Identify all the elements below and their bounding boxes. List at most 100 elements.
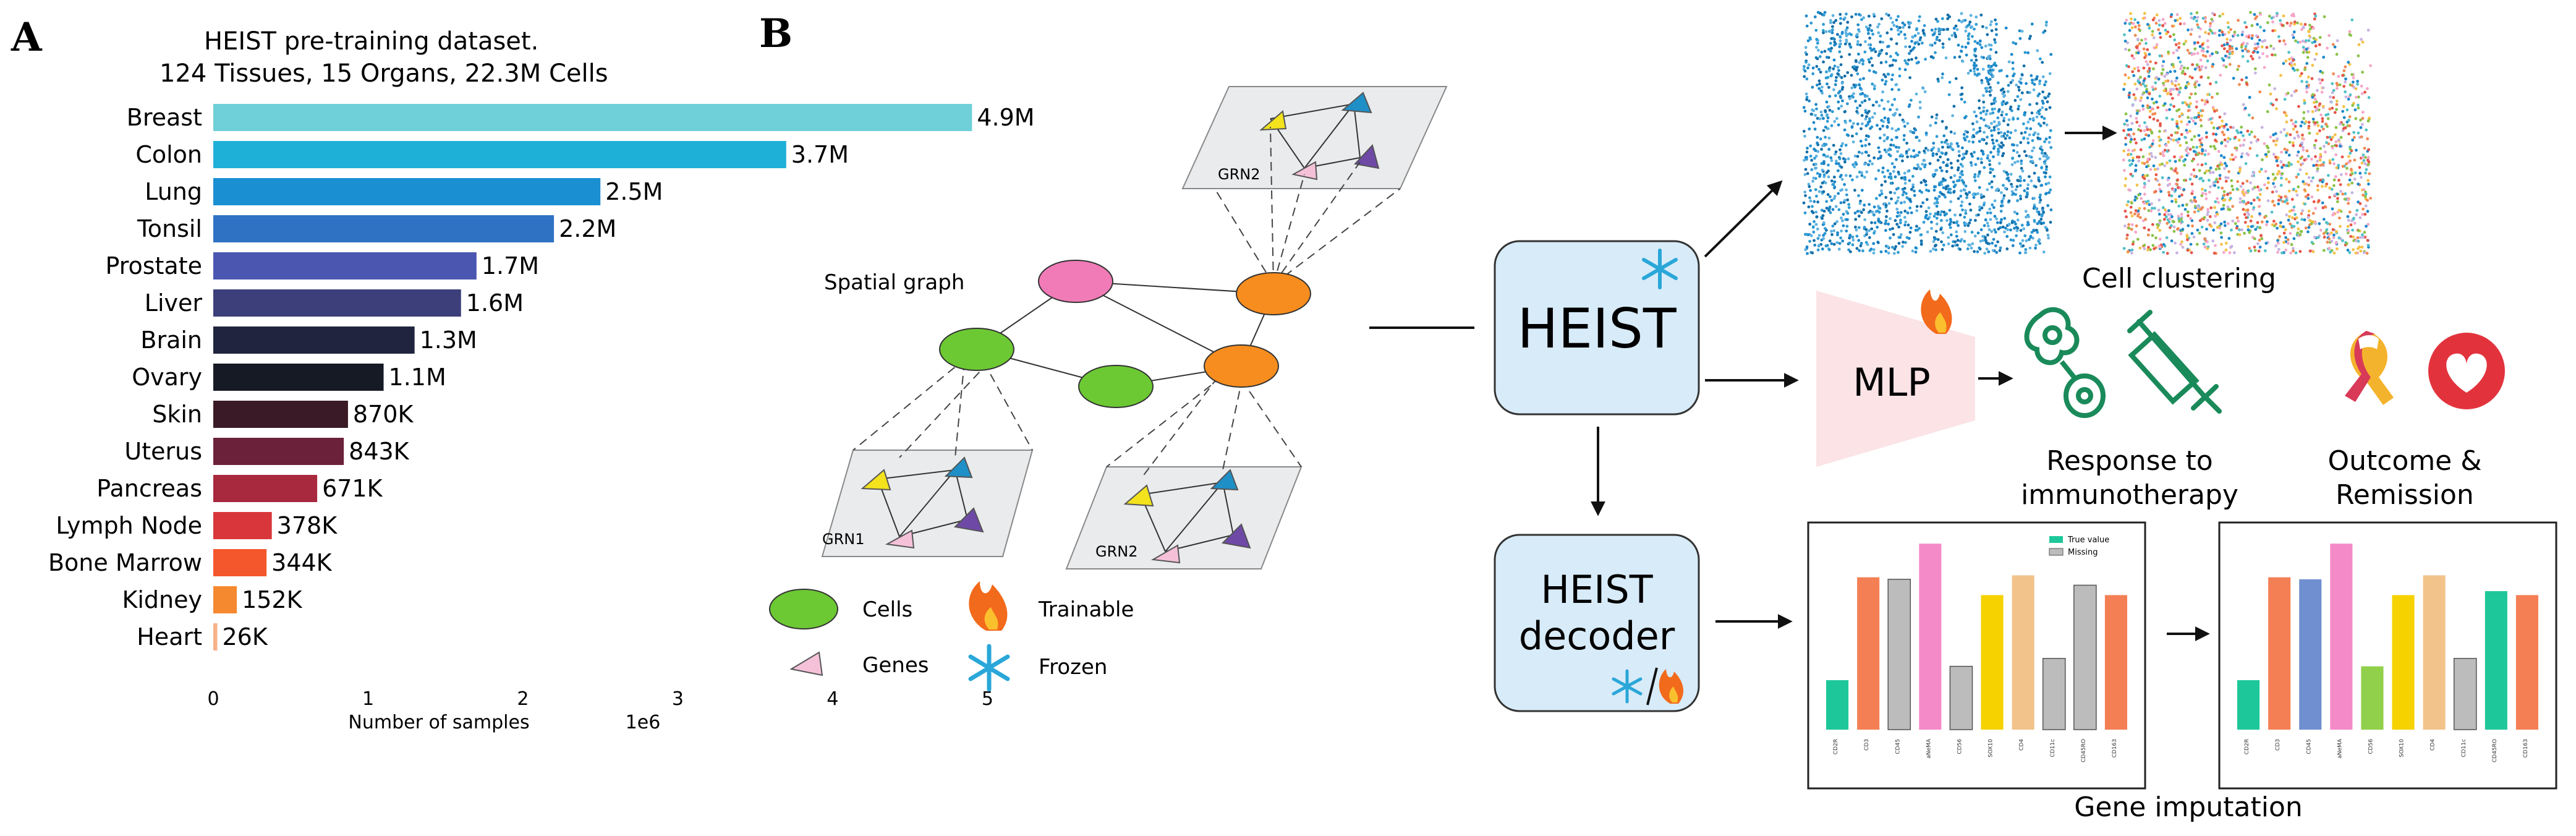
scatter-point (1805, 24, 1809, 28)
scatter-point (1855, 247, 1859, 250)
scatter-point (1866, 243, 1869, 246)
scatter-point (1874, 177, 1877, 181)
heist-to-clustering-arrow (1704, 180, 1783, 258)
scatter-point (2313, 17, 2316, 21)
scatter-point (2179, 218, 2183, 221)
scatter-point (2154, 22, 2158, 25)
bar-value-label: 671K (322, 475, 383, 502)
scatter-point (2013, 161, 2017, 164)
scatter-point (2196, 23, 2200, 27)
scatter-point (1876, 241, 1880, 244)
imputation-bar (1826, 680, 1849, 730)
scatter-point (2196, 66, 2200, 69)
scatter-point (1840, 88, 1844, 91)
scatter-point (2123, 224, 2127, 228)
scatter-point (1809, 144, 1813, 148)
scatter-point (2136, 66, 2140, 69)
scatter-point (2181, 101, 2185, 105)
scatter-point (2185, 123, 2189, 126)
scatter-point (2174, 198, 2177, 202)
scatter-point (1953, 174, 1957, 177)
scatter-point (2213, 221, 2217, 224)
scatter-point (2147, 228, 2151, 232)
scatter-point (2289, 133, 2292, 137)
scatter-point (2176, 227, 2180, 231)
scatter-point (1985, 26, 1988, 30)
scatter-point (2043, 121, 2046, 125)
scatter-point (1916, 163, 1919, 166)
scatter-point (2335, 53, 2339, 56)
scatter-point (2250, 215, 2254, 218)
category-label: Prostate (105, 252, 202, 279)
scatter-point (1868, 236, 1871, 239)
scatter-point (2266, 176, 2270, 180)
scatter-point (2179, 67, 2182, 70)
scatter-point (1856, 33, 1859, 36)
scatter-point (1860, 171, 1864, 174)
scatter-point (1960, 200, 1964, 203)
scatter-point (2288, 210, 2292, 213)
scatter-point (2200, 225, 2204, 229)
scatter-point (1940, 210, 1944, 213)
scatter-point (2366, 239, 2370, 242)
scatter-point (2186, 146, 2190, 150)
scatter-point (2226, 128, 2230, 132)
scatter-point (1830, 124, 1834, 127)
scatter-point (1896, 199, 1899, 203)
scatter-point (2125, 203, 2129, 207)
scatter-point (1868, 23, 1872, 27)
scatter-point (1989, 88, 1993, 92)
scatter-point (2195, 80, 2199, 83)
scatter-point (2301, 162, 2305, 166)
scatter-point (2366, 119, 2370, 123)
scatter-point (2292, 249, 2295, 253)
scatter-point (2247, 113, 2251, 117)
scatter-point (2344, 90, 2347, 93)
scatter-point (2004, 26, 2008, 30)
scatter-point (1944, 151, 1948, 155)
scatter-point (2218, 177, 2222, 181)
scatter-point (1819, 110, 1823, 114)
scatter-point (1922, 221, 1926, 224)
scatter-point (2143, 182, 2146, 185)
scatter-point (2004, 186, 2007, 190)
scatter-point (2150, 155, 2154, 158)
scatter-point (1805, 77, 1809, 81)
scatter-point (2305, 149, 2309, 153)
scatter-point (2354, 251, 2358, 255)
scatter-point (2290, 119, 2293, 122)
scatter-point (1947, 37, 1951, 41)
scatter-point (2216, 213, 2219, 216)
scatter-point (1933, 237, 1937, 241)
scatter-point (2305, 90, 2308, 94)
scatter-point (1816, 228, 1819, 231)
scatter-point (2256, 23, 2259, 26)
scatter-point (2245, 76, 2248, 79)
scatter-point (2234, 135, 2237, 139)
scatter-point (1982, 109, 1986, 113)
scatter-point (1968, 221, 1971, 224)
scatter-point (2222, 64, 2225, 67)
scatter-point (1822, 28, 1825, 32)
scatter-point (1964, 45, 1968, 49)
scatter-point (2268, 14, 2271, 18)
scatter-point (2254, 228, 2258, 231)
scatter-point (1926, 217, 1930, 221)
scatter-point (2151, 207, 2154, 210)
scatter-point (2167, 50, 2170, 54)
scatter-point (1952, 27, 1956, 30)
scatter-point (2183, 72, 2187, 76)
scatter-point (2284, 134, 2288, 137)
scatter-point (2166, 92, 2170, 95)
scatter-point (1809, 113, 1813, 116)
scatter-point (2253, 245, 2256, 249)
scatter-point (1834, 94, 1837, 98)
scatter-point (1856, 43, 1860, 46)
scatter-point (2260, 126, 2264, 129)
scatter-point (1892, 232, 1895, 236)
scatter-point (2351, 228, 2355, 232)
scatter-point (2238, 197, 2242, 200)
scatter-point (2128, 159, 2132, 162)
scatter-point (2344, 65, 2347, 69)
scatter-point (2146, 158, 2150, 161)
